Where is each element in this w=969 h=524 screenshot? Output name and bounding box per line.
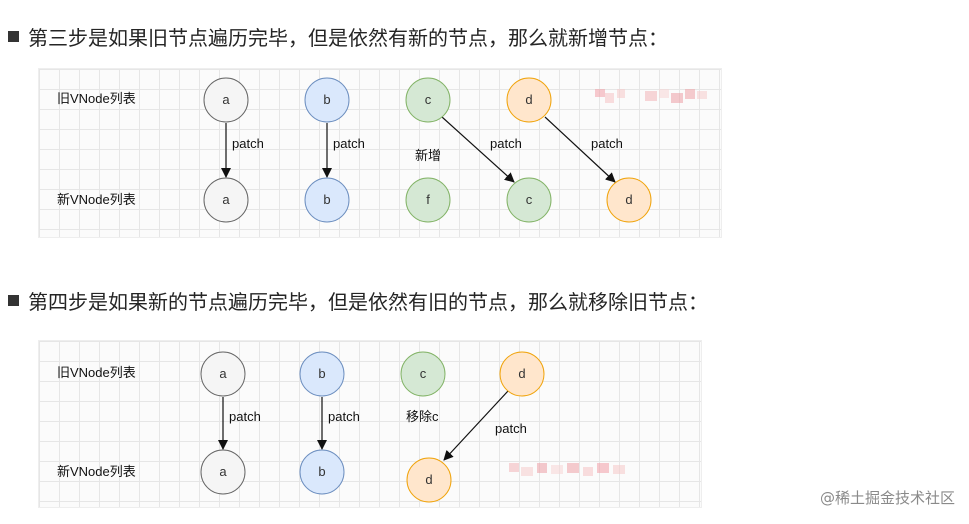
step3-annotation: 新增 bbox=[415, 148, 441, 163]
node-label: d bbox=[425, 472, 432, 487]
step3-edge-label: patch bbox=[591, 136, 623, 151]
node-label: d bbox=[518, 366, 525, 381]
step3-old-row-label: 旧VNode列表 bbox=[57, 91, 136, 106]
node-label: f bbox=[426, 192, 430, 207]
node-label: c bbox=[420, 366, 427, 381]
node-label: b bbox=[323, 92, 330, 107]
step3-redacted-blur bbox=[595, 89, 707, 103]
node-label: d bbox=[525, 92, 532, 107]
step3-heading: 第三步是如果旧节点遍历完毕，但是依然有新的节点，那么就新增节点： bbox=[8, 22, 668, 51]
step4-redacted-blur bbox=[509, 463, 625, 476]
bullet-square-icon bbox=[8, 295, 19, 306]
step3-diagram-svg: 旧VNode列表 新VNode列表 patch patch patch patc… bbox=[57, 77, 707, 223]
step4-old-node-a: a bbox=[200, 351, 246, 397]
step4-edge-label: patch bbox=[229, 409, 261, 424]
step4-new-node-d: d bbox=[406, 457, 452, 503]
watermark: @稀土掘金技术社区 bbox=[819, 489, 955, 507]
node-label: b bbox=[318, 366, 325, 381]
node-label: b bbox=[323, 192, 330, 207]
step4-diagram: 旧VNode列表 新VNode列表 patch patch patch 移除c … bbox=[38, 340, 702, 508]
step3-new-node-a: a bbox=[203, 177, 249, 223]
node-label: c bbox=[425, 92, 432, 107]
step4-old-node-c: c bbox=[400, 351, 446, 397]
node-label: a bbox=[222, 92, 230, 107]
step4-new-node-b: b bbox=[299, 449, 345, 495]
bullet-square-icon bbox=[8, 31, 19, 42]
step4-old-row-label: 旧VNode列表 bbox=[57, 365, 136, 380]
node-label: d bbox=[625, 192, 632, 207]
step3-edge-label: patch bbox=[490, 136, 522, 151]
step3-new-node-b: b bbox=[304, 177, 350, 223]
step3-old-node-b: b bbox=[304, 77, 350, 123]
step4-edge-d bbox=[443, 390, 509, 461]
step3-new-row-label: 新VNode列表 bbox=[57, 192, 136, 207]
step3-edge-label: patch bbox=[232, 136, 264, 151]
step3-new-node-f: f bbox=[405, 177, 451, 223]
step4-new-row-label: 新VNode列表 bbox=[57, 464, 136, 479]
step3-old-node-c: c bbox=[405, 77, 451, 123]
step3-new-node-c: c bbox=[506, 177, 552, 223]
step3-heading-text: 第三步是如果旧节点遍历完毕，但是依然有新的节点，那么就新增节点： bbox=[28, 26, 668, 50]
step3-edge-label: patch bbox=[333, 136, 365, 151]
step4-diagram-svg: 旧VNode列表 新VNode列表 patch patch patch 移除c … bbox=[57, 351, 625, 503]
step3-diagram: 旧VNode列表 新VNode列表 patch patch patch patc… bbox=[38, 68, 722, 238]
step3-old-node-d: d bbox=[506, 77, 552, 123]
node-label: a bbox=[219, 366, 227, 381]
node-label: c bbox=[526, 192, 533, 207]
step4-edge-label: patch bbox=[328, 409, 360, 424]
step4-edge-label: patch bbox=[495, 421, 527, 436]
step4-annotation: 移除c bbox=[406, 409, 439, 424]
step4-new-node-a: a bbox=[200, 449, 246, 495]
step3-old-node-a: a bbox=[203, 77, 249, 123]
step3-edge-d bbox=[544, 116, 616, 183]
node-label: a bbox=[222, 192, 230, 207]
step4-old-node-b: b bbox=[299, 351, 345, 397]
node-label: b bbox=[318, 464, 325, 479]
step4-old-node-d: d bbox=[499, 351, 545, 397]
step3-new-node-d: d bbox=[606, 177, 652, 223]
step4-heading: 第四步是如果新的节点遍历完毕，但是依然有旧的节点，那么就移除旧节点： bbox=[8, 286, 708, 315]
node-label: a bbox=[219, 464, 227, 479]
step3-edge-c bbox=[441, 116, 515, 183]
step4-heading-text: 第四步是如果新的节点遍历完毕，但是依然有旧的节点，那么就移除旧节点： bbox=[28, 290, 708, 314]
